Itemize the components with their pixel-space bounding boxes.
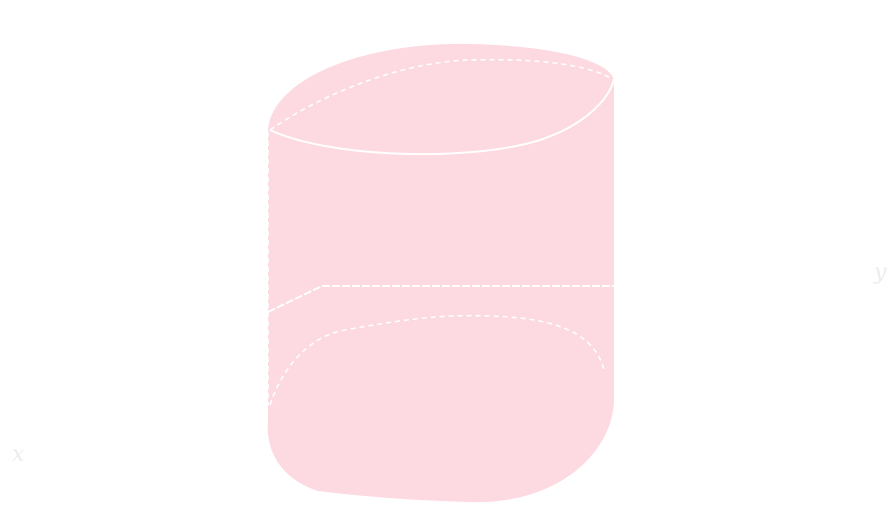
x-axis-label: x — [12, 442, 25, 467]
middle-section-line — [267, 285, 614, 313]
top-ellipse-front — [269, 79, 615, 156]
top-ellipse-back — [269, 58, 615, 131]
y-axis-label: y — [874, 260, 887, 285]
cylinder-body — [267, 43, 615, 503]
